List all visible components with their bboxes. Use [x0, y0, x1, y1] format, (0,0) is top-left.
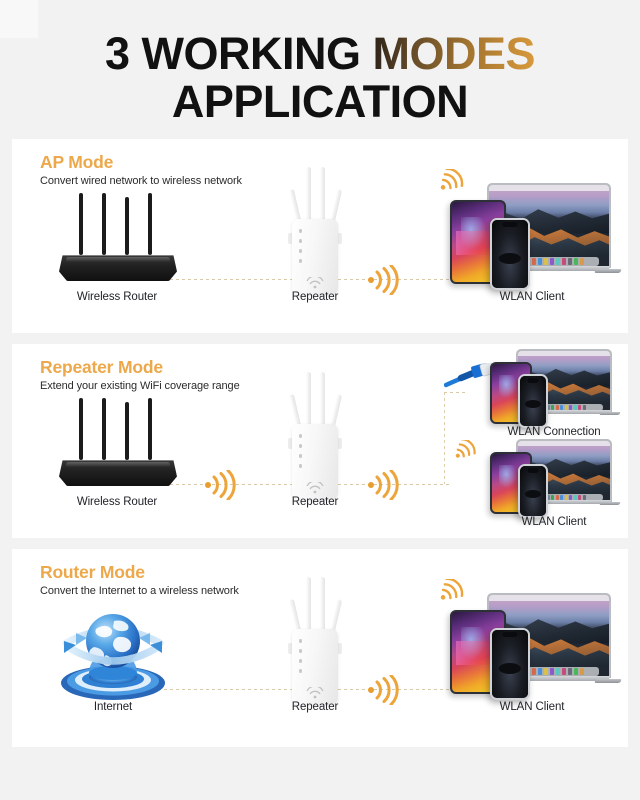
corner-artifact — [0, 0, 38, 38]
section-subtitle: Convert the Internet to a wireless netwo… — [40, 585, 239, 598]
wlan-client-label: WLAN Client — [499, 701, 565, 714]
wifi-logo — [305, 275, 325, 290]
repeater-label: Repeater — [291, 496, 339, 509]
section-title: Repeater Mode — [40, 357, 163, 378]
branch-line-vertical — [444, 392, 445, 485]
repeater-label: Repeater — [291, 291, 339, 304]
wlan-client-label: WLAN Client — [499, 291, 565, 304]
wlan-client-devices — [440, 577, 623, 701]
phone-device — [518, 464, 548, 519]
wifi-signal-icon — [204, 469, 238, 505]
wireless-router-device — [59, 398, 177, 487]
internet-globe-icon — [56, 597, 170, 706]
internet-label: Internet — [93, 701, 133, 714]
laptop-device — [484, 593, 623, 688]
wireless-router-label: Wireless Router — [76, 496, 158, 509]
section-card-ap-mode: AP Mode Convert wired network to wireles… — [12, 139, 628, 334]
wlan-connection-label: WLAN Connection — [507, 426, 601, 439]
wifi-signal-icon — [367, 469, 401, 505]
section-subtitle: Convert wired network to wireless networ… — [40, 175, 242, 188]
title-line-2: APPLICATION — [171, 75, 469, 127]
wlan-connection-devices — [484, 349, 621, 429]
wifi-signal-icon — [367, 674, 401, 710]
section-card-router-mode: Router Mode Convert the Internet to a wi… — [12, 549, 628, 748]
section-subtitle: Extend your existing WiFi coverage range — [40, 380, 240, 393]
laptop-device — [513, 349, 621, 419]
repeater-label: Repeater — [291, 701, 339, 714]
title-part-plain: 3 WORKING — [104, 28, 373, 79]
wlan-client-devices — [440, 167, 623, 291]
wireless-router-label: Wireless Router — [76, 291, 158, 304]
section-title: Router Mode — [40, 562, 145, 583]
wifi-logo — [305, 685, 325, 700]
title-part-gradient: MODES — [372, 28, 536, 79]
wifi-arc-icon — [434, 167, 464, 200]
section-card-repeater-mode: Repeater Mode Extend your existing WiFi … — [12, 344, 628, 539]
wifi-arc-icon — [434, 577, 464, 610]
phone-device — [490, 218, 530, 291]
section-title: AP Mode — [40, 152, 114, 173]
repeater-device — [270, 577, 360, 712]
branch-line-horizontal — [444, 392, 466, 394]
wireless-router-device — [59, 193, 177, 282]
wlan-client-label: WLAN Client — [521, 516, 587, 529]
repeater-device — [270, 167, 360, 302]
page-title: 3 WORKING MODES APPLICATION — [0, 0, 640, 139]
phone-device — [490, 628, 530, 701]
phone-device — [518, 374, 548, 429]
wifi-logo — [305, 480, 325, 495]
wifi-arc-icon — [450, 438, 476, 468]
wifi-signal-icon — [367, 264, 401, 300]
wlan-client-devices — [484, 439, 621, 519]
repeater-device — [270, 372, 360, 507]
